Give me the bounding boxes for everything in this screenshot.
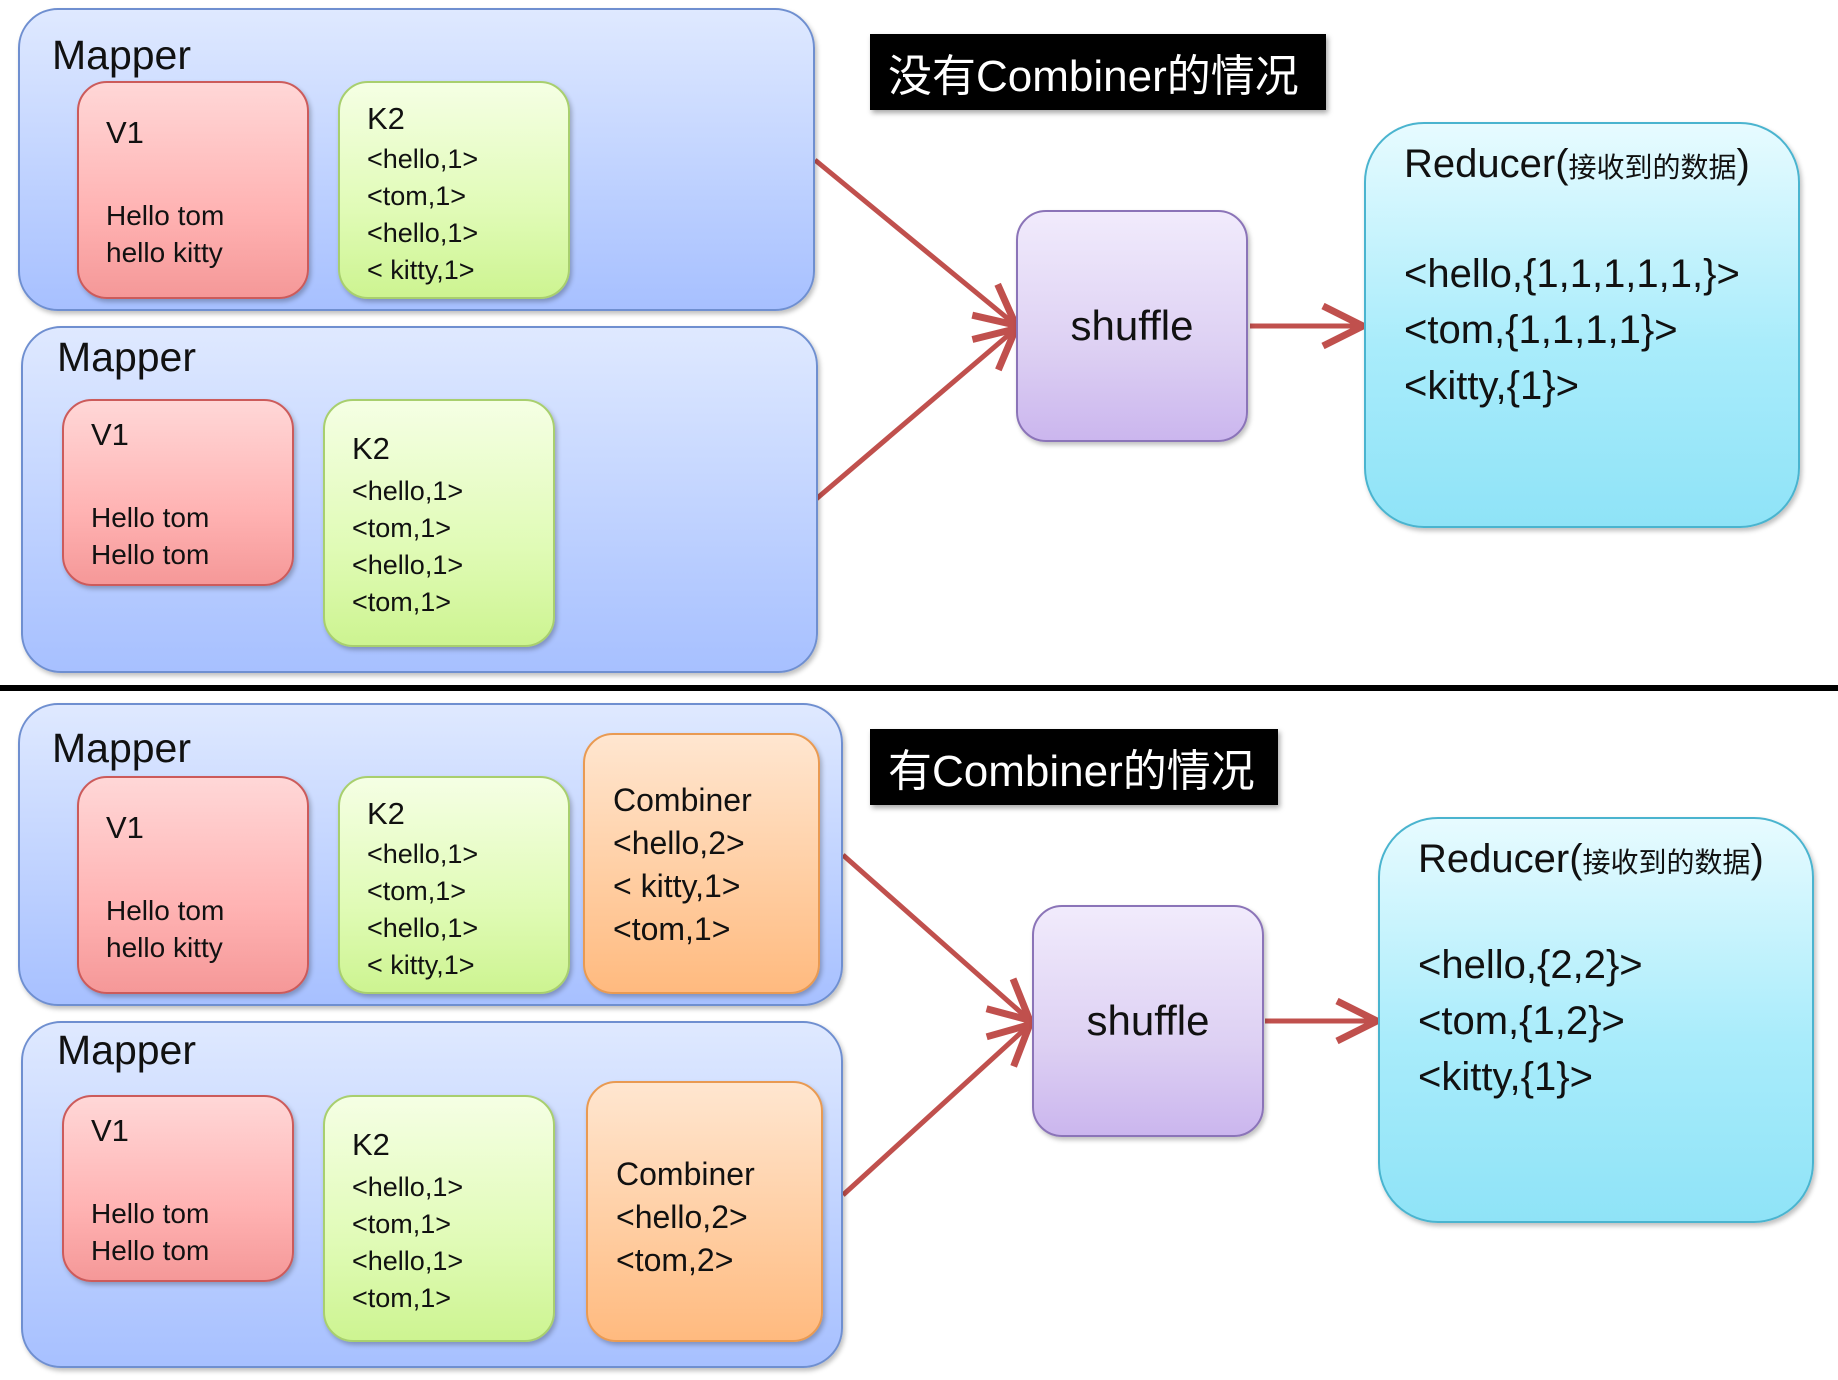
top-shuffle-box: shuffle bbox=[1016, 210, 1248, 442]
combiner-lines: Combiner <hello,2> < kitty,1> <tom,1> bbox=[613, 779, 752, 951]
k2-line: <hello,1> bbox=[367, 913, 479, 943]
combiner-lines: Combiner <hello,2> <tom,2> bbox=[616, 1153, 755, 1282]
k2-lines: <hello,1> <tom,1> <hello,1> < kitty,1> bbox=[367, 141, 478, 289]
k2-lines: <hello,1> <tom,1> <hello,1> <tom,1> bbox=[352, 1169, 463, 1317]
k2-lines: <hello,1> <tom,1> <hello,1> < kitty,1> bbox=[367, 836, 478, 984]
reducer-title-text: Reducer( bbox=[1404, 142, 1569, 186]
v1-lines: Hello tom Hello tom bbox=[91, 1195, 209, 1269]
v1-box: V1 Hello tom hello kitty bbox=[77, 81, 309, 299]
k2-line: < kitty,1> bbox=[367, 255, 475, 285]
reducer-line: <kitty,{1}> bbox=[1418, 1055, 1593, 1099]
combiner-box: Combiner <hello,2> <tom,2> bbox=[586, 1081, 823, 1342]
shuffle-label: shuffle bbox=[1086, 997, 1210, 1044]
v1-line: Hello tom bbox=[91, 1198, 210, 1229]
v1-title: V1 bbox=[91, 417, 129, 452]
k2-box: K2 <hello,1> <tom,1> <hello,1> <tom,1> bbox=[323, 399, 555, 647]
reducer-line: <hello,{2,2}> bbox=[1418, 943, 1643, 987]
bottom-section-title-text: 有Combiner的情况 bbox=[888, 747, 1255, 796]
v1-line: Hello tom bbox=[106, 200, 225, 231]
k2-line: <hello,1> bbox=[352, 550, 464, 580]
top-arrow-mapper1-to-shuffle bbox=[813, 158, 1012, 322]
k2-box: K2 <hello,1> <tom,1> <hello,1> <tom,1> bbox=[323, 1095, 555, 1342]
k2-lines: <hello,1> <tom,1> <hello,1> <tom,1> bbox=[352, 473, 463, 621]
combiner-line: Combiner bbox=[613, 782, 752, 818]
mapper-label: Mapper bbox=[57, 1027, 197, 1073]
mapper-label: Mapper bbox=[52, 725, 192, 771]
v1-title: V1 bbox=[106, 115, 144, 150]
bottom-shuffle-box: shuffle bbox=[1032, 905, 1264, 1137]
section-divider bbox=[0, 685, 1838, 691]
mapper-label: Mapper bbox=[57, 334, 197, 380]
reducer-lines: <hello,{2,2}> <tom,{1,2}> <kitty,{1}> bbox=[1418, 937, 1643, 1105]
k2-line: <hello,1> bbox=[352, 1246, 464, 1276]
k2-title: K2 bbox=[367, 796, 405, 831]
bottom-mapper-1: Mapper V1 Hello tom hello kitty K2 <hell… bbox=[18, 703, 843, 1006]
k2-box: K2 <hello,1> <tom,1> <hello,1> < kitty,1… bbox=[338, 81, 570, 299]
reducer-title-sub: 接收到的数据 bbox=[1568, 152, 1737, 183]
k2-line: < kitty,1> bbox=[367, 950, 475, 980]
k2-line: <hello,1> bbox=[352, 1172, 464, 1202]
bottom-section-title: 有Combiner的情况 bbox=[870, 729, 1278, 805]
k2-line: <hello,1> bbox=[367, 218, 479, 248]
bottom-arrow-mapper1-to-shuffle bbox=[841, 853, 1026, 1017]
combiner-box: Combiner <hello,2> < kitty,1> <tom,1> bbox=[583, 733, 820, 994]
v1-line: Hello tom bbox=[91, 502, 210, 533]
combiner-line: <tom,1> bbox=[613, 911, 731, 947]
reducer-line: <kitty,{1}> bbox=[1404, 364, 1579, 408]
k2-line: <tom,1> bbox=[352, 513, 452, 543]
v1-title: V1 bbox=[91, 1113, 129, 1148]
bottom-reducer-box: Reducer(接收到的数据) <hello,{2,2}> <tom,{1,2}… bbox=[1378, 817, 1814, 1223]
reducer-title-text: Reducer( bbox=[1418, 837, 1583, 881]
reducer-line: <tom,{1,2}> bbox=[1418, 999, 1625, 1043]
combiner-line: <hello,2> bbox=[616, 1199, 748, 1235]
combiner-line: <hello,2> bbox=[613, 825, 745, 861]
reducer-title: Reducer(接收到的数据) bbox=[1404, 142, 1750, 187]
v1-line: Hello tom bbox=[91, 1235, 210, 1266]
v1-lines: Hello tom hello kitty bbox=[106, 197, 224, 271]
v1-line: Hello tom bbox=[91, 539, 210, 570]
top-section-title: 没有Combiner的情况 bbox=[870, 34, 1326, 110]
reducer-line: <tom,{1,1,1,1}> bbox=[1404, 308, 1678, 352]
combiner-line: <tom,2> bbox=[616, 1242, 734, 1278]
top-mapper-2: Mapper V1 Hello tom Hello tom K2 <hello,… bbox=[21, 326, 818, 673]
k2-line: <hello,1> bbox=[367, 839, 479, 869]
k2-title: K2 bbox=[352, 1127, 390, 1162]
v1-lines: Hello tom hello kitty bbox=[106, 892, 224, 966]
v1-box: V1 Hello tom Hello tom bbox=[62, 1095, 294, 1282]
reducer-title-end: ) bbox=[1750, 837, 1764, 881]
k2-title: K2 bbox=[367, 101, 405, 136]
v1-title: V1 bbox=[106, 810, 144, 845]
top-arrow-mapper2-to-shuffle bbox=[813, 332, 1012, 502]
v1-box: V1 Hello tom hello kitty bbox=[77, 776, 309, 994]
top-reducer-box: Reducer(接收到的数据) <hello,{1,1,1,1,1,}> <to… bbox=[1364, 122, 1800, 528]
k2-line: <tom,1> bbox=[367, 181, 467, 211]
top-mapper-1: Mapper V1 Hello tom hello kitty K2 <hell… bbox=[18, 8, 815, 311]
reducer-title-sub: 接收到的数据 bbox=[1582, 847, 1751, 878]
reducer-lines: <hello,{1,1,1,1,1,}> <tom,{1,1,1,1}> <ki… bbox=[1404, 246, 1740, 414]
top-section-title-text: 没有Combiner的情况 bbox=[888, 52, 1299, 101]
k2-line: <tom,1> bbox=[352, 587, 452, 617]
reducer-title-end: ) bbox=[1736, 142, 1750, 186]
k2-line: <hello,1> bbox=[367, 144, 479, 174]
v1-box: V1 Hello tom Hello tom bbox=[62, 399, 294, 586]
combiner-line: Combiner bbox=[616, 1156, 755, 1192]
shuffle-label: shuffle bbox=[1070, 302, 1194, 349]
k2-title: K2 bbox=[352, 431, 390, 466]
bottom-mapper-2: Mapper V1 Hello tom Hello tom K2 <hello,… bbox=[21, 1021, 843, 1368]
v1-line: hello kitty bbox=[106, 932, 223, 963]
v1-line: Hello tom bbox=[106, 895, 225, 926]
reducer-line: <hello,{1,1,1,1,1,}> bbox=[1404, 252, 1740, 296]
combiner-line: < kitty,1> bbox=[613, 868, 741, 904]
k2-box: K2 <hello,1> <tom,1> <hello,1> < kitty,1… bbox=[338, 776, 570, 994]
k2-line: <tom,1> bbox=[367, 876, 467, 906]
k2-line: <hello,1> bbox=[352, 476, 464, 506]
v1-lines: Hello tom Hello tom bbox=[91, 499, 209, 573]
reducer-title: Reducer(接收到的数据) bbox=[1418, 837, 1764, 882]
bottom-arrow-mapper2-to-shuffle bbox=[841, 1028, 1026, 1197]
mapper-label: Mapper bbox=[52, 32, 192, 78]
v1-line: hello kitty bbox=[106, 237, 223, 268]
k2-line: <tom,1> bbox=[352, 1283, 452, 1313]
k2-line: <tom,1> bbox=[352, 1209, 452, 1239]
